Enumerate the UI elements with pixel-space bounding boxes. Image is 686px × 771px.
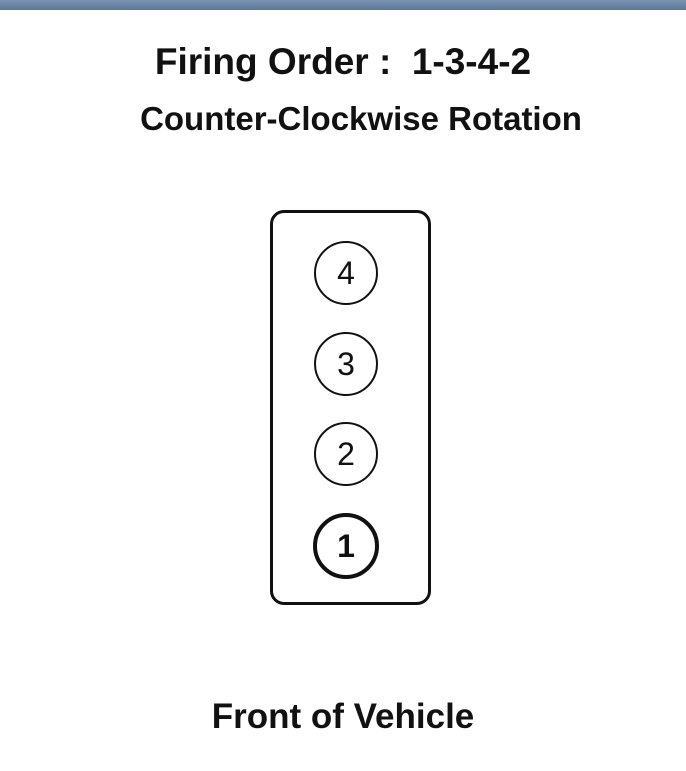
engine-block-outline — [270, 210, 431, 605]
cylinder-2: 2 — [314, 422, 378, 486]
page-title: Firing Order : 1-3-4-2 — [154, 41, 532, 82]
cylinder-4: 4 — [314, 241, 378, 305]
cylinder-1: 1 — [313, 513, 379, 579]
front-of-vehicle-label: Front of Vehicle — [211, 697, 475, 736]
cylinder-3: 3 — [314, 332, 378, 396]
top-bar — [0, 0, 686, 10]
rotation-subtitle: Counter-Clockwise Rotation — [140, 100, 582, 137]
